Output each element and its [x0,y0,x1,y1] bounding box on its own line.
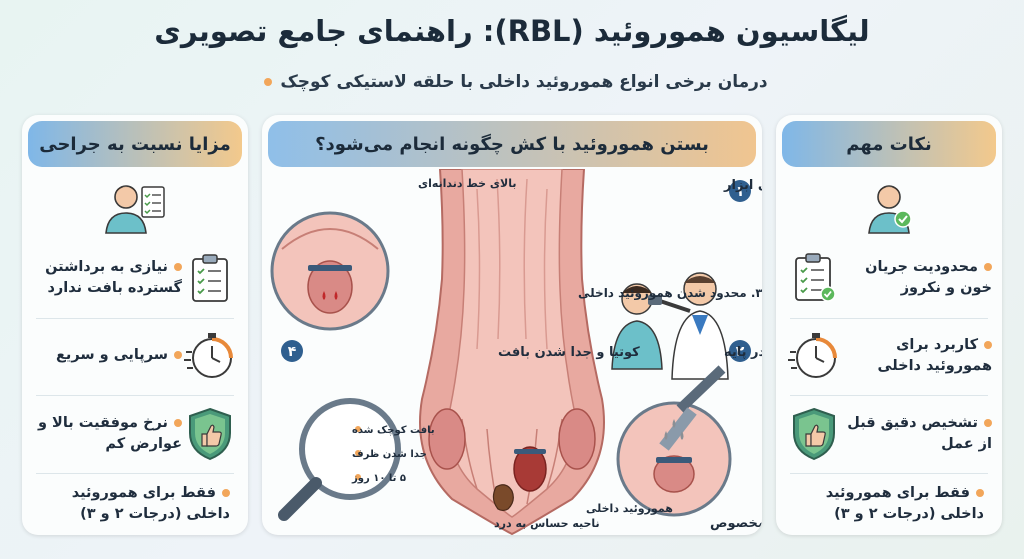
banding-tool-inset [616,365,732,517]
doctor-examining-patient-illustration [611,272,729,380]
stopwatch-icon [182,328,238,384]
divider [790,473,988,474]
bullet-dot [174,262,182,271]
patient-with-chart-icon [22,177,248,237]
step-1-label: بررسی اولیه و قرارگیری ابزار [723,177,762,193]
note-text: تشخیص دقیق قبل از عمل [847,414,992,452]
pain-sensitive-label: ناحیه حساس به درد [494,517,600,530]
bullet-dot [222,488,230,497]
step-2-number: ۲ [736,344,745,360]
magnifier-line-1: بافت کوچک شده [352,425,435,436]
note-text: فقط برای هموروئید داخلی (درجات ۲ و ۳) [825,484,984,522]
subtitle-text: درمان برخی انواع هموروئید داخلی با حلقه … [280,72,768,92]
dentate-line-inset [270,211,390,331]
step-4-number: ۴ [288,344,297,360]
advantage-text: نیازی به برداشتن گسترده بافت ندارد [45,258,182,296]
bullet-dot [984,340,992,349]
shield-thumbs-up-icon [786,406,842,462]
note-text: کاربرد برای هموروئید داخلی [877,336,992,374]
rectum-anatomy-illustration [419,169,605,535]
clipboard-checklist-icon [786,250,842,306]
advantage-item-outpatient: سرپایی و سریع [22,322,248,390]
note-item-diagnosis: تشخیص دقیق قبل از عمل [776,400,1002,468]
bullet-dot [984,262,992,271]
magnifying-glass-icon [278,398,401,521]
bullet-dot [174,418,182,427]
divider [790,395,988,396]
divider [36,318,234,319]
important-notes-panel: نکات مهم محدودیت جریان خون و نکروز [776,115,1002,535]
divider [36,473,234,474]
advantage-text: نرخ موفقیت بالا و عوارض کم [37,414,182,452]
step-1-number: ۱ [736,184,745,200]
procedure-heading: بستن هموروئید با کش چگونه انجام می‌شود؟ [268,121,756,167]
clipboard-checklist-icon [182,250,238,306]
stopwatch-icon [786,328,842,384]
divider [790,318,988,319]
step-2-label: قرار دادن کش در پایه [724,345,762,360]
bullet-dot [174,351,182,360]
bullet-dot [984,418,992,427]
internal-hemorrhoid-label: هموروئید داخلی [586,502,673,515]
divider [36,395,234,396]
advantage-item-grades: فقط برای هموروئید داخلی (درجات ۲ و ۳) [22,475,248,533]
note-item-blood-flow: محدودیت جریان خون و نکروز [776,243,1002,313]
advantages-heading: مزایا نسبت به جراحی [28,121,242,167]
special-tool-label: ابزار مخصوص [710,516,762,531]
step-4-label: کوتیا و جدا شدن بافت [498,345,640,360]
important-notes-heading: نکات مهم [782,121,996,167]
note-item-internal-usage: کاربرد برای هموروئید داخلی [776,322,1002,390]
above-dentate-label: بالای خط دندانه‌ای [418,177,516,190]
note-text: محدودیت جریان خون و نکروز [865,258,992,296]
advantage-text: سرپایی و سریع [55,347,168,364]
advantages-panel: مزایا نسبت به جراحی نیازی به برداشتن گست… [22,115,248,535]
step-4-badge: ۴ [281,340,303,362]
step-2-badge: ۲ [729,340,751,362]
advantage-item-no-excision: نیازی به برداشتن گسترده بافت ندارد [22,243,248,313]
procedure-diagram: ۱ ۲ ۴ بررسی اولیه و قرارگیری ابزار قرار … [270,169,762,535]
step-1-badge: ۱ [729,180,751,202]
page-subtitle: درمان برخی انواع هموروئید داخلی با حلقه … [0,72,1024,92]
magnifier-line-2: جدا شدن ظرف [352,449,427,460]
shield-thumbs-up-icon [182,406,238,462]
doctor-avatar-icon [776,177,1002,237]
magnifier-line-3: ۵ تا ۱۰ روز [351,473,406,484]
bullet-dot [264,78,273,86]
page-title: لیگاسیون هموروئید (RBL): راهنمای جامع تص… [154,14,870,48]
step-3-label: ۳. محدود شدن هموروئید داخلی [578,286,762,301]
bullet-dot [976,488,984,497]
advantage-text: فقط برای هموروئید داخلی (درجات ۲ و ۳) [71,484,230,522]
procedure-panel: بستن هموروئید با کش چگونه انجام می‌شود؟ [262,115,762,535]
advantage-item-success-rate: نرخ موفقیت بالا و عوارض کم [22,400,248,468]
note-item-grades: فقط برای هموروئید داخلی (درجات ۲ و ۳) [776,475,1002,533]
